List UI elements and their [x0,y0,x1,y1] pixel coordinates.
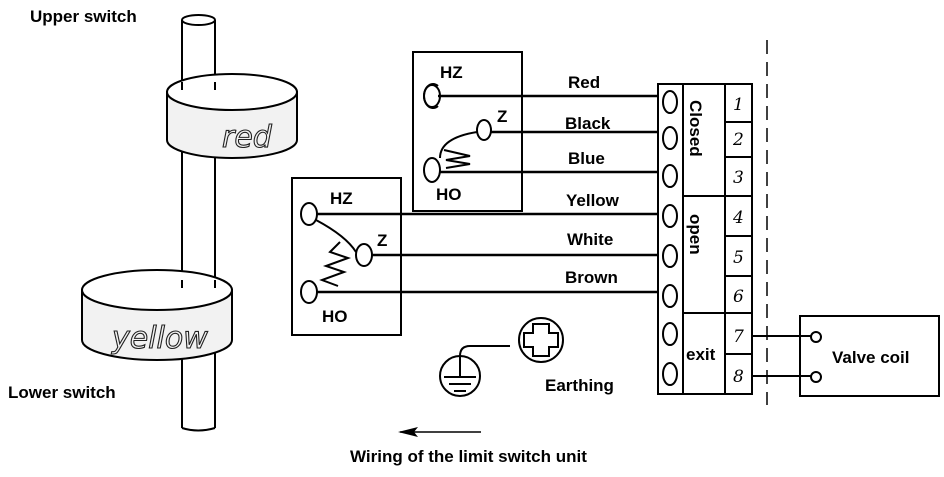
direction-arrow-icon [398,427,481,437]
upper-hz-label: HZ [440,63,463,82]
upper-z-label: Z [497,107,507,126]
earthing-label: Earthing [545,376,614,395]
terminal-6: 6 [733,287,744,307]
terminal-block: Closed open exit 1 2 3 4 5 6 7 8 [657,83,753,395]
valve-coil: Valve coil [752,315,940,397]
terminal-2: 2 [732,130,744,150]
wires [317,94,664,294]
group-open-label: open [686,214,705,255]
caption: Wiring of the limit switch unit [350,447,587,466]
lower-ho-label: HO [322,307,348,326]
cam-lower: yellow [81,269,233,361]
lower-hz-label: HZ [330,189,353,208]
wire-label-yellow: Yellow [566,191,620,210]
lower-switch-box: HZ Z HO [291,177,402,336]
cam-upper: red [166,73,298,159]
wire-label-red: Red [568,73,600,92]
terminal-5: 5 [733,248,744,268]
cam-upper-label: red [222,120,273,155]
lower-switch-label: Lower switch [8,383,116,402]
wire-label-black: Black [565,114,611,133]
upper-switch-label: Upper switch [30,7,137,26]
terminal-4: 4 [732,208,744,228]
lower-z-label: Z [377,231,387,250]
valve-coil-label: Valve coil [832,348,910,367]
earth-icon [439,345,510,397]
wire-label-blue: Blue [568,149,605,168]
shaft [181,14,216,432]
terminal-3: 3 [733,168,744,188]
wire-label-brown: Brown [565,268,618,287]
group-exit-label: exit [686,345,716,364]
terminal-7: 7 [733,327,744,347]
earth-terminal-icon [518,317,564,363]
terminal-8: 8 [733,367,744,387]
wire-label-white: White [567,230,613,249]
upper-ho-label: HO [436,185,462,204]
cam-lower-label: yellow [111,321,208,356]
terminal-1: 1 [733,95,744,115]
group-closed-label: Closed [686,100,705,157]
